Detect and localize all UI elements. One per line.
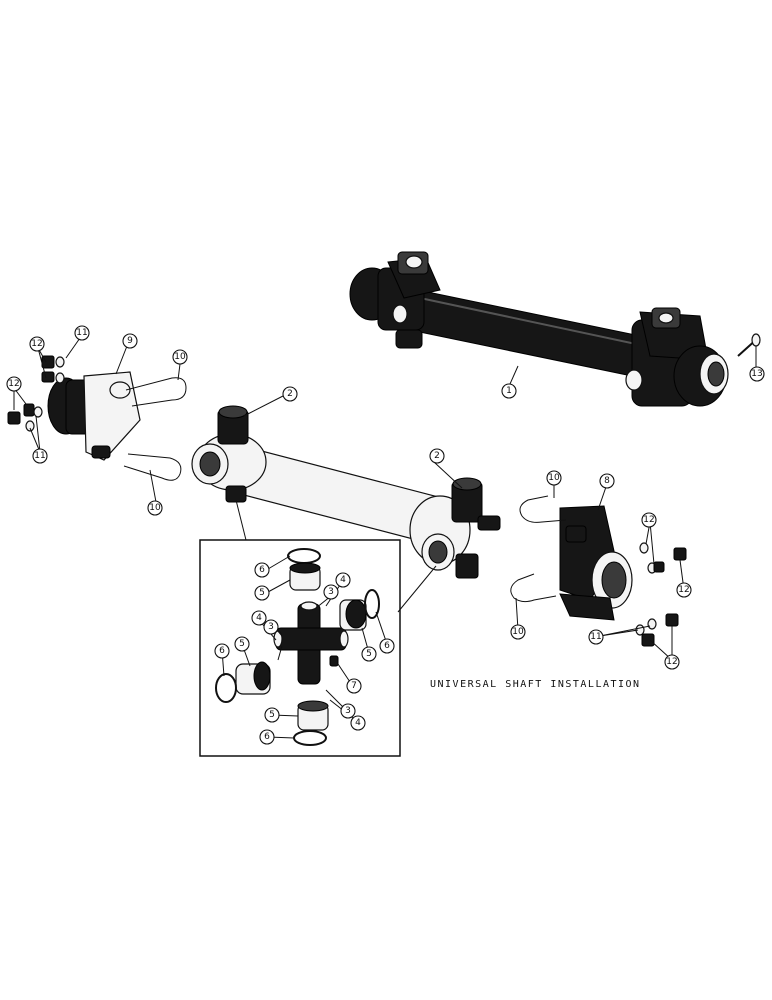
callout-3-top: 3 [323,584,339,600]
svg-text:6: 6 [384,641,390,651]
svg-text:5: 5 [269,710,275,720]
callout-10-top-left: 10 [172,349,188,365]
callout-6-right: 6 [379,638,395,654]
svg-text:9: 9 [127,336,133,346]
callout-7: 7 [346,678,362,694]
svg-text:12: 12 [666,657,677,667]
callout-2-right: 2 [429,448,445,464]
callout-4-bottom: 4 [350,715,366,731]
callout-4-left: 4 [251,610,267,626]
callout-2-left: 2 [282,386,298,402]
svg-text:3: 3 [345,706,351,716]
svg-text:4: 4 [340,575,346,585]
diagram-caption: UNIVERSAL SHAFT INSTALLATION [430,679,641,690]
svg-text:12: 12 [8,379,19,389]
callout-13: 13 [749,366,765,382]
svg-text:2: 2 [434,451,440,461]
inset-leader-left [235,499,247,541]
svg-text:4: 4 [256,613,262,623]
callout-11-bottom-left: 11 [32,448,48,464]
callout-8: 8 [599,473,615,489]
callout-11-top-left: 11 [74,325,90,341]
right-flange-yoke [510,495,687,647]
inset-leader-right [397,565,437,613]
journal-cross-inset [199,539,401,757]
callout-10-bottom-left: 10 [147,500,163,516]
callout-11-right: 11 [588,629,604,645]
svg-text:10: 10 [174,352,186,362]
svg-text:10: 10 [512,627,524,637]
callout-3-left: 3 [263,619,279,635]
center-shaft-tube [191,405,501,579]
svg-text:8: 8 [604,476,610,486]
svg-text:10: 10 [149,503,161,513]
left-flange-yoke [7,355,187,481]
callout-12-mid-right: 12 [676,582,692,598]
svg-text:11: 11 [76,328,87,338]
callout-12-mid-left: 12 [6,376,22,392]
svg-text:10: 10 [548,473,560,483]
svg-text:3: 3 [268,622,274,632]
svg-text:5: 5 [239,639,245,649]
callout-12-top-right: 12 [641,512,657,528]
svg-text:12: 12 [678,585,689,595]
callout-4-top: 4 [335,572,351,588]
callout-6-top: 6 [254,562,270,578]
callout-6-left: 6 [214,643,230,659]
callout-5-right: 5 [361,646,377,662]
callout-6-bottom: 6 [259,729,275,745]
callout-10-top-right: 10 [546,470,562,486]
callout-1: 1 [501,383,517,399]
callout-12-bottom-right: 12 [664,654,680,670]
svg-text:4: 4 [355,718,361,728]
svg-text:5: 5 [259,588,265,598]
assembled-universal-shaft [349,251,761,407]
callout-9: 9 [122,333,138,349]
svg-text:13: 13 [751,369,762,379]
svg-text:1: 1 [506,386,512,396]
svg-text:6: 6 [219,646,225,656]
svg-text:6: 6 [264,732,270,742]
svg-text:11: 11 [34,451,45,461]
callout-5-top: 5 [254,585,270,601]
svg-text:2: 2 [287,389,293,399]
callout-5-bottom: 5 [264,707,280,723]
callout-12-top-left: 12 [29,336,45,352]
svg-text:11: 11 [590,632,601,642]
callout-3-bottom: 3 [340,703,356,719]
svg-text:7: 7 [351,681,357,691]
svg-text:12: 12 [643,515,654,525]
svg-text:6: 6 [259,565,265,575]
callout-5-left: 5 [234,636,250,652]
svg-text:5: 5 [366,649,372,659]
svg-text:3: 3 [328,587,334,597]
callout-10-bottom-right: 10 [510,624,526,640]
svg-text:12: 12 [31,339,42,349]
